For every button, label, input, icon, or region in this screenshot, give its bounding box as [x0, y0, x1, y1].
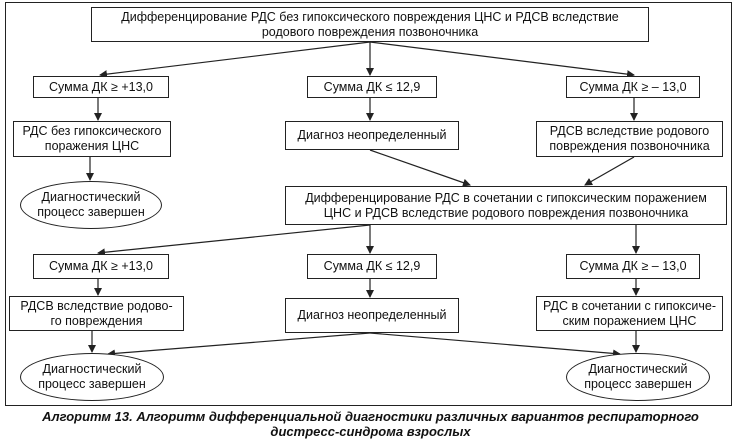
- end-oval-2-right-text: Диагностический процесс завершен: [584, 362, 692, 391]
- end-oval-2-right: Диагностический процесс завершен: [566, 353, 710, 401]
- top-differentiation-box: Дифференцирование РДС без гипоксического…: [91, 7, 649, 42]
- arrow-result1-mid-to-middle: [369, 149, 471, 187]
- middle-differentiation-text: Дифференцирование РДС в сочетании с гипо…: [305, 190, 707, 220]
- result2-mid-text: Диагноз неопределенный: [297, 308, 447, 322]
- arrow-middle-to-sum2-left: [97, 224, 371, 257]
- sum1-mid-box: Сумма ДК ≤ 12,9: [307, 76, 437, 98]
- end-oval-1: Диагностический процесс завершен: [20, 181, 162, 229]
- sum1-mid-text: Сумма ДК ≤ 12,9: [323, 79, 421, 94]
- sum1-left-box: Сумма ДК ≥ +13,0: [33, 76, 169, 98]
- result1-left-box: РДС без гипоксического поражения ЦНС: [13, 121, 171, 157]
- figure-caption: Алгоритм 13. Алгоритм дифференциальной д…: [42, 409, 699, 439]
- result2-mid-box: Диагноз неопределенный: [285, 298, 459, 333]
- arrow-result2-mid-to-oval-right: [369, 332, 621, 358]
- result1-mid-text: Диагноз неопределенный: [297, 128, 447, 142]
- end-oval-1-text: Диагностический процесс завершен: [37, 190, 145, 219]
- arrow-top-to-sum1-left: [99, 41, 371, 79]
- diagram-frame: [5, 2, 732, 406]
- result1-mid-box: Диагноз неопределенный: [285, 121, 459, 150]
- result1-right-box: РДСВ вследствие родового повреждения поз…: [536, 121, 723, 157]
- result1-right-text: РДСВ вследствие родового повреждения поз…: [549, 124, 710, 153]
- end-oval-2-left-text: Диагностический процесс завершен: [38, 362, 146, 391]
- sum1-right-box: Сумма ДК ≥ – 13,0: [566, 76, 700, 98]
- sum2-mid-text: Сумма ДК ≤ 12,9: [323, 259, 421, 273]
- sum2-mid-box: Сумма ДК ≤ 12,9: [307, 254, 437, 279]
- sum2-right-text: Сумма ДК ≥ – 13,0: [579, 259, 687, 273]
- middle-differentiation-box: Дифференцирование РДС в сочетании с гипо…: [285, 186, 727, 225]
- sum1-right-text: Сумма ДК ≥ – 13,0: [579, 79, 687, 94]
- result2-right-text: РДС в сочетании с гипоксиче- ским пораже…: [542, 298, 717, 328]
- sum2-left-box: Сумма ДК ≥ +13,0: [33, 254, 169, 279]
- arrow-top-to-sum1-right: [369, 41, 635, 79]
- end-oval-2-left: Диагностический процесс завершен: [20, 353, 164, 401]
- result2-right-box: РДС в сочетании с гипоксиче- ским пораже…: [536, 296, 723, 331]
- arrow-result2-mid-to-oval-left: [107, 332, 371, 358]
- sum2-right-box: Сумма ДК ≥ – 13,0: [566, 254, 700, 279]
- result2-left-box: РДСВ вследствие родово- го повреждения: [9, 296, 184, 331]
- top-differentiation-text: Дифференцирование РДС без гипоксического…: [121, 9, 619, 39]
- result1-left-text: РДС без гипоксического поражения ЦНС: [22, 124, 162, 153]
- sum1-left-text: Сумма ДК ≥ +13,0: [49, 79, 153, 94]
- sum2-left-text: Сумма ДК ≥ +13,0: [49, 259, 153, 273]
- result2-left-text: РДСВ вследствие родово- го повреждения: [20, 298, 173, 328]
- arrow-result1-right-to-middle: [584, 156, 635, 186]
